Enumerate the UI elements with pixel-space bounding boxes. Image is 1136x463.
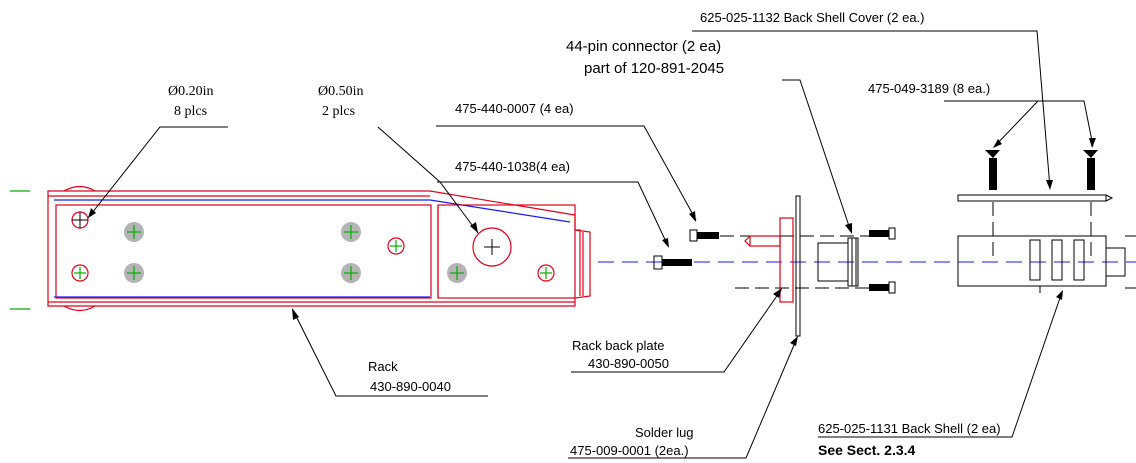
screw-long: [653, 255, 692, 270]
label-large-hole-quantity: 2 plcs: [322, 104, 355, 119]
rack-small-holes: [71, 211, 555, 282]
label-screw-long: 475-440-1038(4 ea): [455, 159, 570, 174]
label-back-shell: 625-025-1131 Back Shell (2 ea): [818, 421, 1001, 436]
connector-44pin: [817, 237, 859, 287]
small-hole: [387, 237, 405, 255]
back-shell-cover: [957, 194, 1114, 202]
filled-hole: [341, 222, 361, 242]
rack-back-plate: [744, 217, 794, 303]
label-screw-short: 475-440-0007 (4 ea): [455, 101, 574, 116]
label-back-plate-part: 430-890-0050: [588, 356, 669, 371]
label-connector-line2: part of 120-891-2045: [584, 60, 724, 77]
solder-lug: [795, 195, 801, 337]
filled-hole: [124, 263, 144, 283]
cover-screw-right: [1083, 150, 1098, 190]
filled-hole: [124, 222, 144, 242]
label-rack-part: 430-890-0040: [370, 379, 451, 394]
label-small-hole-quantity: 8 plcs: [174, 104, 207, 119]
filled-hole: [447, 263, 467, 283]
screw-right-lower: [869, 281, 896, 294]
leader-lines: [87, 30, 1096, 459]
rack-filled-holes: [124, 222, 467, 283]
screw-right-upper: [869, 227, 896, 240]
cover-screw-guides: [992, 202, 1092, 260]
back-shell: [957, 235, 1136, 293]
explode-guides: [720, 235, 870, 289]
callout-labels: Ø0.20in 8 plcs Ø0.50in 2 plcs 475-440-00…: [168, 10, 1001, 458]
cover-screw-left: [985, 150, 1000, 190]
filled-hole: [341, 263, 361, 283]
rack-edge-ticks: [10, 190, 30, 310]
label-solder-lug-name: Solder lug: [635, 425, 694, 440]
label-connector-line1: 44-pin connector (2 ea): [566, 38, 721, 55]
label-back-shell-cover: 625-025-1132 Back Shell Cover (2 ea.): [700, 10, 925, 25]
label-large-hole-diameter: Ø0.50in: [318, 84, 364, 99]
label-small-hole-diameter: Ø0.20in: [168, 84, 214, 99]
label-see-section: See Sect. 2.3.4: [818, 442, 916, 458]
label-back-plate-name: Rack back plate: [572, 338, 665, 353]
small-hole: [71, 211, 89, 229]
small-hole: [537, 264, 555, 282]
label-cover-screws: 475-049-3189 (8 ea.): [868, 81, 990, 96]
rack-large-hole: [472, 227, 512, 267]
label-solder-lug-part: 475-009-0001 (2ea.): [570, 443, 689, 458]
screw-short: [689, 229, 719, 242]
rack: [47, 185, 591, 312]
small-hole: [71, 264, 89, 282]
label-rack-name: Rack: [368, 359, 398, 374]
